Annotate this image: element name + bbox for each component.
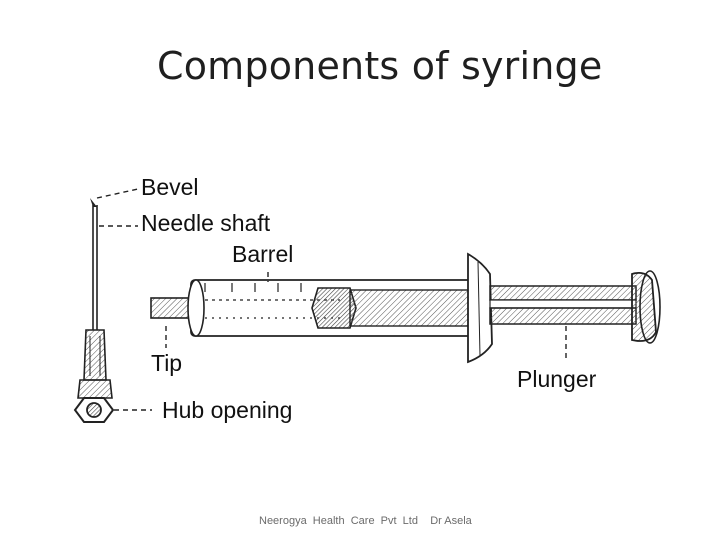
label-needle-shaft: Needle shaft <box>141 210 271 236</box>
syringe-body <box>150 252 493 364</box>
leader-lines <box>96 188 567 411</box>
plunger-rod <box>489 270 661 344</box>
label-bevel: Bevel <box>141 174 199 200</box>
slide-title: Components of syringe <box>157 44 603 88</box>
label-barrel: Barrel <box>232 241 294 267</box>
label-tip: Tip <box>151 350 183 376</box>
footer-credit: Neerogya Health Care Pvt Ltd Dr Asela <box>259 515 472 527</box>
label-plunger: Plunger <box>517 366 597 392</box>
needle <box>73 198 115 423</box>
label-hub-opening: Hub opening <box>162 397 293 423</box>
